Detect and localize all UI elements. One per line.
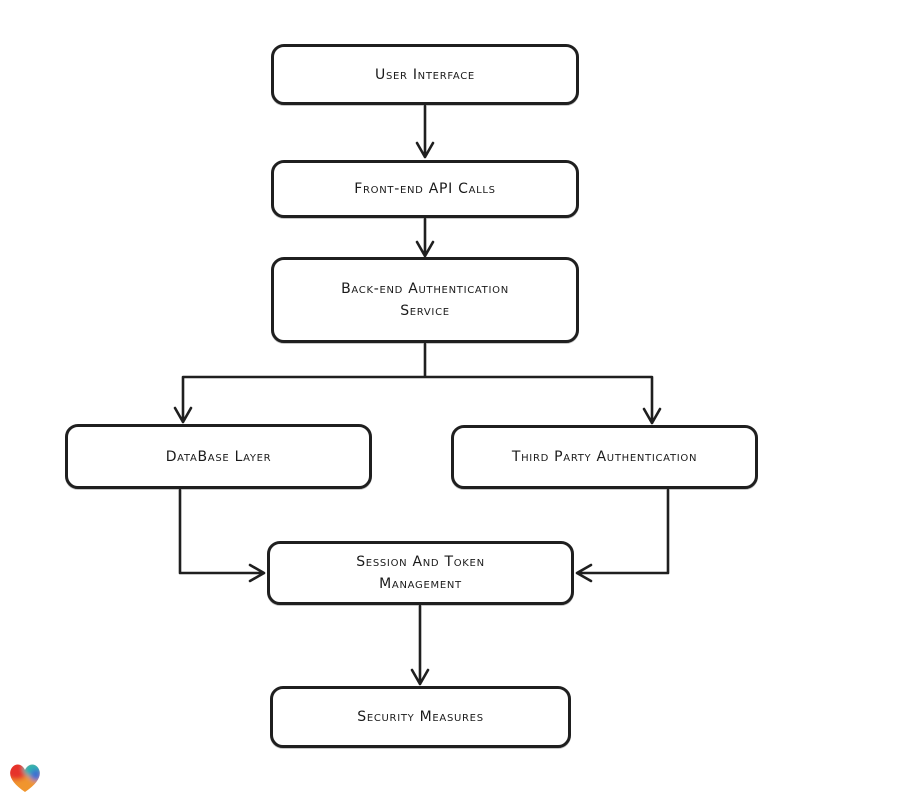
node-label: DataBase Layer: [165, 448, 272, 465]
node-database-layer[interactable]: DataBase Layer: [65, 424, 372, 489]
node-third-party-authentication[interactable]: Third Party Authentication: [451, 425, 758, 489]
node-label: Security Measures: [357, 709, 484, 725]
node-label: Front-end API Calls: [354, 181, 496, 197]
edge-front-end-api-calls-to-back-end-authentication-service: [415, 217, 435, 258]
edge-session-and-token-management-to-security-measures: [410, 604, 430, 686]
node-security-measures[interactable]: Security Measures: [270, 686, 571, 748]
node-user-interface[interactable]: User Interface: [271, 44, 579, 105]
heart-logo: [10, 764, 40, 792]
heart-blue-patch: [30, 769, 40, 781]
edge-user-interface-to-front-end-api-calls: [415, 104, 435, 159]
node-label: User Interface: [375, 66, 475, 83]
node-label: Third Party Authentication: [511, 449, 698, 465]
node-label: Back-end Authentication Service: [341, 281, 509, 319]
node-label: Session And Token Management: [356, 554, 485, 592]
node-front-end-api-calls[interactable]: Front-end API Calls: [271, 160, 579, 218]
node-back-end-authentication-service[interactable]: Back-end Authentication Service: [271, 257, 579, 343]
node-session-and-token-management[interactable]: Session And Token Management: [267, 541, 574, 605]
edge-database-layer-to-session-and-token-management: [178, 488, 266, 583]
edge-back-end-authentication-service-branch: [173, 342, 662, 425]
edge-third-party-authentication-to-session-and-token-management: [575, 488, 670, 583]
